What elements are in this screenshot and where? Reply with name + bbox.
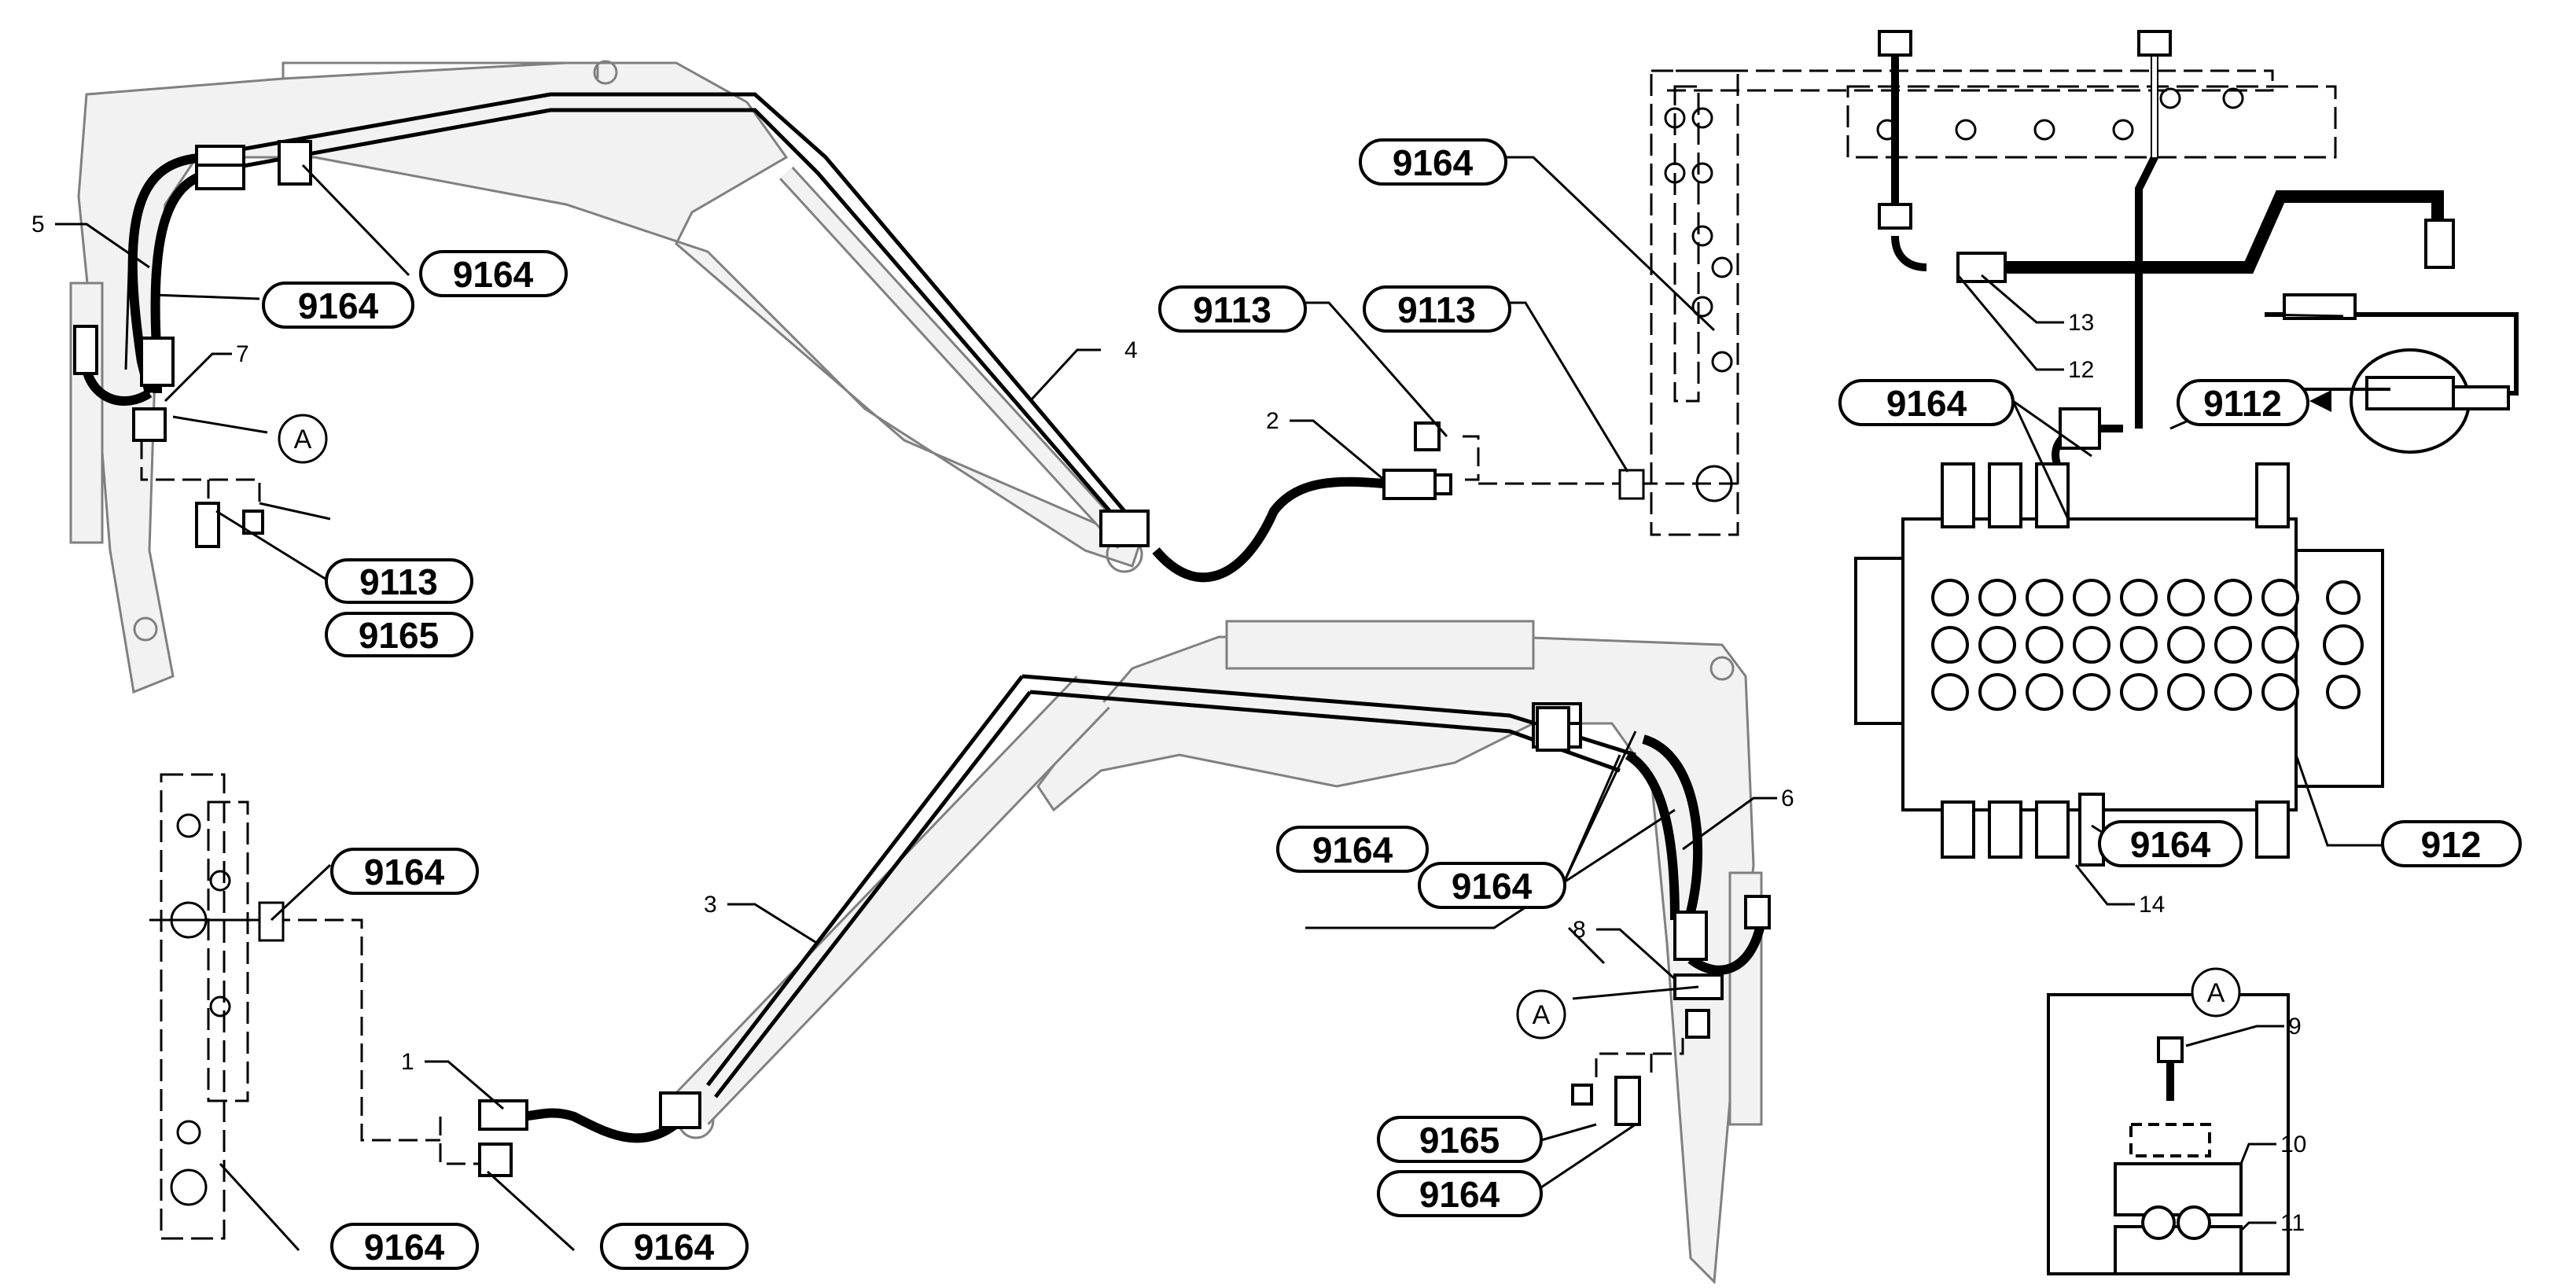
- dashed-assembly-lines: [140, 69, 2274, 1165]
- svg-text:A: A: [2207, 978, 2225, 1008]
- svg-text:A: A: [1533, 1000, 1551, 1030]
- svg-text:9164: 9164: [1393, 142, 1474, 183]
- item-numbers: 1 2 3 4 5 6 7 8 9 10 11 12 13 14: [31, 212, 2306, 1236]
- svg-text:9164: 9164: [1312, 830, 1393, 870]
- svg-text:9164: 9164: [1886, 383, 1967, 424]
- svg-text:9113: 9113: [1193, 289, 1271, 330]
- callout-9113-right: 9113: [1363, 285, 1511, 333]
- callout-9164-upper-left: 9164: [262, 282, 414, 329]
- item-number-1: 1: [401, 1049, 414, 1075]
- item-number-leaders: [55, 223, 2284, 1232]
- item-number-6: 6: [1781, 786, 1794, 811]
- item-number-4: 4: [1124, 337, 1138, 363]
- item-number-3: 3: [704, 892, 717, 918]
- detail-a-markers: A A A: [278, 414, 2241, 1040]
- svg-text:9164: 9164: [1419, 1174, 1500, 1215]
- callout-9164-valve-top: 9164: [1838, 379, 2015, 426]
- control-valve-block: [1854, 462, 2384, 867]
- pilot-piping: [1846, 47, 2519, 474]
- item-number-9: 9: [2288, 1014, 2302, 1040]
- svg-text:9164: 9164: [634, 1227, 715, 1268]
- callout-9164-lower-elbow: 9164: [600, 1223, 749, 1270]
- item-number-13: 13: [2068, 310, 2094, 336]
- upper-hoses: [82, 92, 1385, 583]
- svg-text:9164: 9164: [2130, 824, 2211, 865]
- svg-text:912: 912: [2421, 824, 2482, 865]
- detail-a-box: [2047, 993, 2290, 1275]
- item-number-5: 5: [31, 212, 45, 237]
- lower-hoses: [518, 674, 1766, 1143]
- svg-text:9113: 9113: [359, 561, 438, 602]
- callout-9113-left: 9113: [325, 558, 473, 604]
- item-number-7: 7: [236, 341, 249, 367]
- callouts: 9164 9164 9113 9165 9113 9113 9164 9164: [262, 138, 2522, 1270]
- callout-9164-upper-mid: 9164: [419, 250, 568, 297]
- item-number-14: 14: [2139, 892, 2165, 918]
- callout-9164-lower-boom-b: 9164: [1418, 862, 1566, 909]
- flow-arrow: [2309, 390, 2331, 412]
- callout-912: 912: [2381, 820, 2522, 867]
- mounting-rails: [149, 69, 1739, 1240]
- callout-9164-detail-a-left: 9165: [1377, 1116, 1543, 1163]
- detail-marker-a-upper: A: [278, 414, 328, 464]
- callout-9164-top-rail: 9164: [1359, 138, 1507, 186]
- svg-text:9164: 9164: [453, 254, 534, 295]
- filter-unit: [2350, 348, 2510, 454]
- detail-marker-a-box: A: [2191, 967, 2241, 1018]
- callout-9164-left-rail-top: 9164: [330, 848, 479, 895]
- item-number-2: 2: [1266, 408, 1279, 434]
- callout-9113-mid: 9113: [1158, 285, 1307, 333]
- lower-fittings: [478, 702, 1771, 1177]
- svg-text:9164: 9164: [298, 285, 379, 326]
- callout-9164-left-rail-bottom: 9164: [330, 1223, 479, 1270]
- item-number-8: 8: [1573, 917, 1586, 943]
- callout-9164-lower-boom-a: 9164: [1276, 826, 1429, 873]
- svg-text:9164: 9164: [364, 1227, 445, 1268]
- lower-boom-assembly: [675, 620, 1763, 1285]
- svg-text:9165: 9165: [359, 615, 439, 656]
- callout-9164-valve-bottom: 9164: [2098, 820, 2243, 867]
- upper-fittings: [73, 140, 1452, 548]
- detail-marker-a-lower: A: [1516, 989, 1566, 1040]
- svg-text:9164: 9164: [1452, 866, 1533, 907]
- callout-9112: 9112: [2177, 379, 2309, 426]
- item-number-11: 11: [2280, 1210, 2305, 1236]
- svg-text:9164: 9164: [364, 852, 445, 892]
- svg-text:9112: 9112: [2203, 383, 2282, 424]
- callout-9165-detail-a-left: 9164: [1377, 1170, 1543, 1217]
- svg-text:A: A: [294, 425, 312, 454]
- svg-text:9165: 9165: [1419, 1120, 1500, 1161]
- item-number-12: 12: [2068, 357, 2094, 383]
- item-number-10: 10: [2280, 1132, 2306, 1157]
- svg-text:9113: 9113: [1397, 289, 1476, 330]
- callout-9165-left: 9165: [325, 612, 473, 657]
